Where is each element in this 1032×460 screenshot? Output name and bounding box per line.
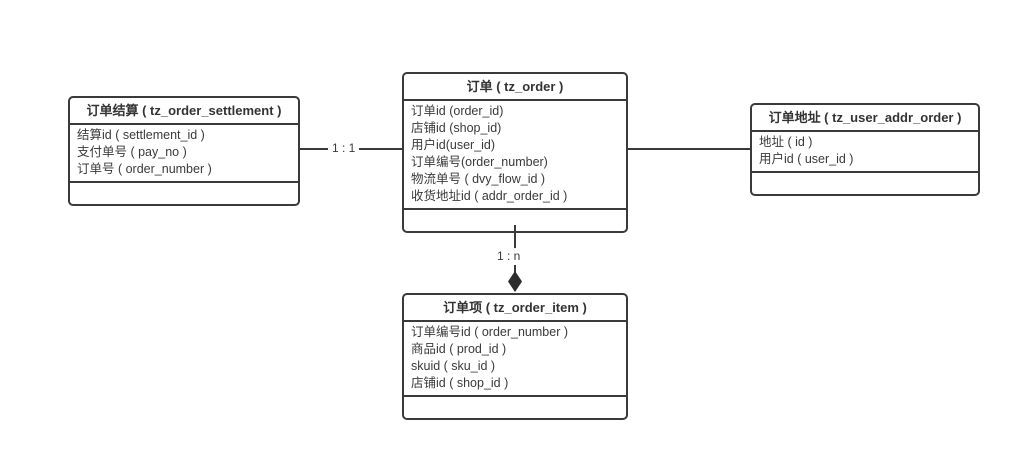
entity-field: 订单id (order_id) bbox=[411, 104, 504, 118]
entity-field: 订单编号id ( order_number ) bbox=[411, 325, 568, 339]
entity-field: 店铺id (shop_id) bbox=[411, 121, 502, 135]
entity-fields: 地址 ( id ) 用户id ( user_id ) bbox=[752, 132, 978, 173]
entity-field: 订单编号(order_number) bbox=[411, 155, 548, 169]
relation-label-one-to-one: 1 : 1 bbox=[328, 140, 360, 157]
entity-field: skuid ( sku_id ) bbox=[411, 359, 496, 373]
entity-tz-order-item: 订单项 ( tz_order_item ) 订单编号id ( order_num… bbox=[402, 293, 628, 420]
entity-field: 收货地址id ( addr_order_id ) bbox=[411, 189, 568, 203]
entity-tz-order: 订单 ( tz_order ) 订单id (order_id) 店铺id (sh… bbox=[402, 72, 628, 233]
entity-field: 商品id ( prod_id ) bbox=[411, 342, 507, 356]
entity-footer-empty bbox=[404, 397, 626, 418]
entity-title: 订单地址 ( tz_user_addr_order ) bbox=[752, 105, 978, 132]
entity-field: 物流单号 ( dvy_flow_id ) bbox=[411, 172, 546, 186]
entity-footer-empty bbox=[752, 173, 978, 194]
entity-fields: 结算id ( settlement_id ) 支付单号 ( pay_no ) 订… bbox=[70, 125, 298, 183]
entity-footer-empty bbox=[70, 183, 298, 204]
entity-fields: 订单编号id ( order_number ) 商品id ( prod_id )… bbox=[404, 322, 626, 397]
entity-title: 订单 ( tz_order ) bbox=[404, 74, 626, 101]
entity-title: 订单结算 ( tz_order_settlement ) bbox=[70, 98, 298, 125]
entity-tz-user-addr-order: 订单地址 ( tz_user_addr_order ) 地址 ( id ) 用户… bbox=[750, 103, 980, 196]
entity-field: 用户id ( user_id ) bbox=[759, 152, 854, 166]
entity-field: 支付单号 ( pay_no ) bbox=[77, 145, 187, 159]
relation-line-order-address bbox=[628, 148, 750, 150]
filled-diamond-arrow-icon bbox=[508, 271, 522, 292]
entity-fields: 订单id (order_id) 店铺id (shop_id) 用户id(user… bbox=[404, 101, 626, 210]
entity-title: 订单项 ( tz_order_item ) bbox=[404, 295, 626, 322]
entity-field: 结算id ( settlement_id ) bbox=[77, 128, 205, 142]
entity-tz-order-settlement: 订单结算 ( tz_order_settlement ) 结算id ( sett… bbox=[68, 96, 300, 206]
entity-field: 订单号 ( order_number ) bbox=[77, 162, 212, 176]
entity-field: 地址 ( id ) bbox=[759, 135, 813, 149]
relation-label-one-to-n: 1 : n bbox=[493, 248, 525, 265]
entity-field: 店铺id ( shop_id ) bbox=[411, 376, 509, 390]
entity-field: 用户id(user_id) bbox=[411, 138, 496, 152]
